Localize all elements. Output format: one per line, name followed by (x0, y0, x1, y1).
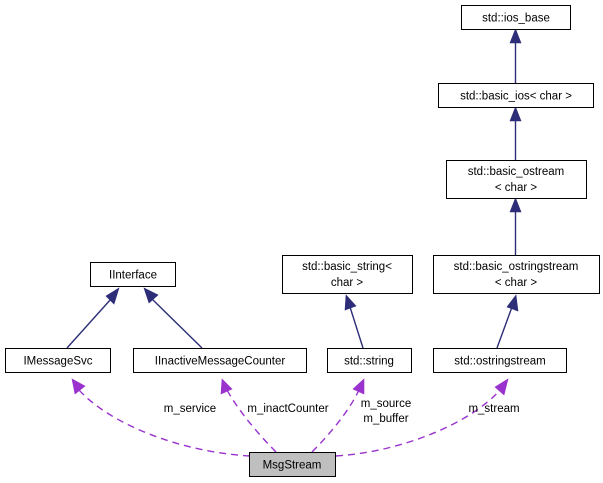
node-imessagesvc[interactable]: IMessageSvc (5, 348, 111, 373)
edge-IInactiveMessageCounter-to-IInterface (143, 287, 203, 349)
inheritance-edges (66, 28, 522, 349)
node-label-std-basic-ostream-line2: < char > (495, 182, 537, 194)
node-label-std-basic-string-line1: std::basic_string< (302, 261, 392, 273)
edge-label-m-source: m_source (361, 398, 412, 410)
edge-MsgStream-to-string (311, 378, 365, 453)
edge-MsgStream-to-IInactiveMessageCounter (220, 378, 277, 453)
node-label-std-ostringstream: std::ostringstream (454, 356, 545, 368)
node-iinactivemessagecounter[interactable]: IInactiveMessageCounter (133, 348, 307, 373)
edge-ostringstream-to-basic_ostringstream (496, 294, 519, 349)
edge-IMessageSvc-to-IInterface (66, 287, 120, 349)
node-label-std-basic-ostringstream-line1: std::basic_ostringstream (454, 261, 579, 273)
edge-MsgStream-to-IMessageSvc (71, 378, 251, 457)
node-label-msgstream: MsgStream (263, 460, 322, 472)
edge-string-to-basic_string (344, 294, 364, 349)
node-label-std-string: std::string (344, 356, 394, 368)
usage-edge-labels: m_service m_inactCounter m_source m_buff… (164, 398, 520, 425)
node-std-basic-ostringstream[interactable]: std::basic_ostringstream < char > (433, 255, 600, 294)
edge-basic_ostringstream-to-basic_ostream (509, 197, 522, 255)
class-nodes: std::ios_base std::basic_ios< char > std… (5, 5, 600, 477)
node-label-std-basic-ios: std::basic_ios< char > (460, 91, 572, 103)
edge-label-m-service: m_service (164, 403, 216, 415)
edge-basic_ostream-to-basic_ios (509, 106, 522, 160)
node-label-iinactivemessagecounter: IInactiveMessageCounter (155, 356, 286, 368)
node-std-basic-string[interactable]: std::basic_string< char > (282, 255, 413, 294)
edge-MsgStream-to-ostringstream (335, 378, 509, 457)
node-std-basic-ios[interactable]: std::basic_ios< char > (438, 83, 594, 108)
node-msgstream[interactable]: MsgStream (249, 452, 336, 477)
edge-basic_ios-to-ios_base (509, 28, 522, 83)
node-std-ios-base[interactable]: std::ios_base (461, 5, 571, 30)
node-label-std-basic-ostream-line1: std::basic_ostream (468, 166, 565, 178)
node-iinterface[interactable]: IInterface (90, 262, 176, 287)
node-label-iinterface: IInterface (109, 270, 157, 282)
usage-edges (71, 378, 509, 457)
node-label-std-basic-ostringstream-line2: < char > (495, 277, 537, 289)
node-std-string[interactable]: std::string (327, 348, 412, 373)
edge-label-m-stream: m_stream (468, 403, 519, 415)
edge-label-m-inactcounter: m_inactCounter (247, 403, 328, 415)
edge-label-m-buffer: m_buffer (363, 413, 408, 425)
node-label-std-basic-string-line2: char > (331, 277, 364, 289)
node-std-basic-ostream[interactable]: std::basic_ostream < char > (446, 160, 587, 199)
node-label-imessagesvc: IMessageSvc (23, 356, 92, 368)
node-label-std-ios-base: std::ios_base (482, 13, 550, 25)
node-std-ostringstream[interactable]: std::ostringstream (433, 348, 567, 373)
